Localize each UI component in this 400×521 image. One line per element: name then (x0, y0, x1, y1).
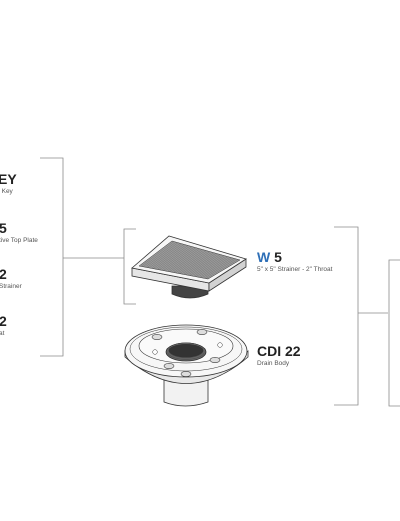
grate-slot (201, 258, 235, 279)
grate-slot (167, 248, 201, 272)
grate-slot (191, 255, 225, 277)
left-item-0: EY t Key (0, 171, 17, 196)
grate-slot (151, 244, 185, 269)
left-bracket (40, 157, 64, 357)
grate-slot (149, 243, 183, 269)
grate-slot (165, 248, 199, 272)
left-item-2-desc: Strainer (0, 283, 22, 290)
grate-slot (205, 259, 239, 279)
far-right-bracket (388, 259, 400, 407)
drain-body-label: CDI 22 Drain Body (257, 343, 301, 368)
grate-slot (159, 246, 193, 270)
grate-slot (161, 247, 195, 271)
grate-slot (195, 256, 229, 277)
grate-slot (163, 247, 197, 271)
left-item-3-desc: at (0, 330, 5, 337)
right-bracket (334, 226, 359, 406)
grate-slot (144, 242, 179, 268)
strainer-desc: 5" x 5" Strainer - 2" Throat (257, 266, 333, 273)
grate-slot (203, 258, 237, 279)
left-item-2: 2 Strainer (0, 266, 22, 291)
strainer-prefix: W (257, 249, 271, 265)
center-bracket (123, 228, 136, 305)
grate-slot (153, 244, 187, 269)
left-item-0-code: EY (0, 171, 17, 187)
left-item-3-code: 2 (0, 313, 7, 329)
grate-slot (173, 250, 207, 273)
drain-body-code: CDI 22 (257, 343, 301, 359)
grate-slot (197, 257, 231, 278)
grate-slot (185, 253, 219, 275)
left-item-2-code: 2 (0, 266, 7, 282)
left-item-1: 5 tive Top Plate (0, 220, 38, 245)
grate-slot (175, 250, 209, 274)
grate-slot (140, 241, 175, 267)
grate-slot (193, 255, 227, 277)
left-item-0-desc: t Key (0, 188, 13, 195)
grate-slot (171, 249, 205, 273)
left-item-1-code: 5 (0, 220, 7, 236)
grate-slot (177, 251, 211, 274)
grate-slot (181, 252, 215, 275)
left-item-3: 2 at (0, 313, 7, 338)
grate-slot (155, 245, 189, 270)
drain-body-illustration (124, 324, 249, 407)
grate-slot (179, 252, 213, 274)
grate-slot (169, 249, 203, 272)
strainer-label: W 5 5" x 5" Strainer - 2" Throat (257, 249, 332, 274)
grate-slot (187, 254, 221, 276)
grate-slot (199, 257, 233, 278)
drain-body-desc: Drain Body (257, 360, 290, 367)
strainer-code: 5 (274, 249, 282, 265)
left-item-1-desc: tive Top Plate (0, 237, 38, 244)
grate-slot (189, 254, 223, 276)
grate-slot (183, 253, 217, 275)
grate-slot (157, 245, 191, 270)
grate-slot (147, 243, 181, 268)
grate-slot (142, 241, 177, 267)
strainer-grate-illustration (131, 235, 247, 299)
